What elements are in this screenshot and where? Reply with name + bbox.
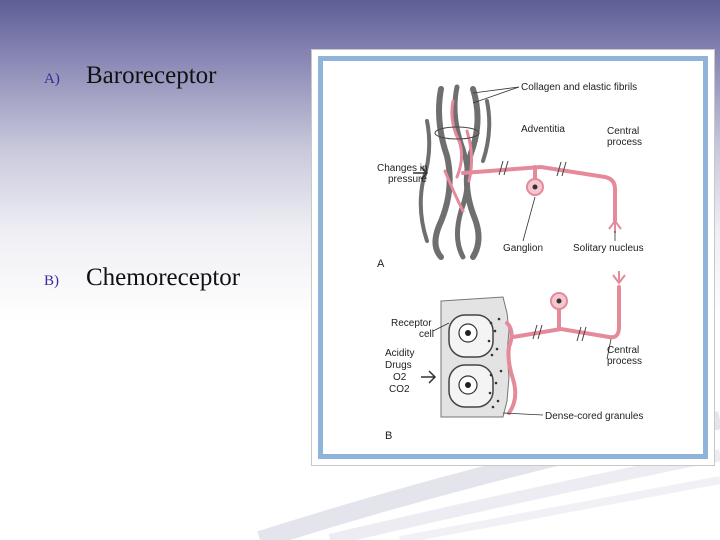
option-b: B) Chemoreceptor: [44, 264, 240, 292]
ganglion-nucleus: [532, 184, 538, 190]
label-co2: CO2: [389, 384, 410, 395]
label-central-process-b1: Central: [607, 345, 639, 356]
dense-granules: [487, 317, 503, 409]
panel-a: Collagen and elastic fibrils Adventitia …: [377, 82, 644, 270]
label-panel-b: B: [385, 430, 392, 442]
label-changes-2: pressure: [388, 174, 427, 185]
stimulus-arrow: [421, 370, 437, 384]
label-central-process-a1: Central: [607, 126, 639, 137]
label-acidity: Acidity: [385, 348, 414, 359]
leader-lines-a: [472, 86, 616, 242]
figure-frame: Collagen and elastic fibrils Adventitia …: [311, 49, 715, 466]
option-term: Baroreceptor: [86, 62, 217, 89]
vessel-wall-fibrils: [418, 84, 492, 260]
label-receptor-2: cell: [419, 329, 434, 340]
nerve-endings-a: [443, 99, 474, 213]
option-letter: A): [44, 71, 60, 87]
leader-lines-b: [432, 322, 612, 416]
label-panel-a: A: [377, 258, 385, 270]
label-o2: O2: [393, 372, 407, 383]
label-dense-granules: Dense-cored granules: [545, 411, 643, 422]
afferent-fiber-b: [505, 285, 621, 415]
fiber-breaks-a: [498, 160, 567, 177]
pressure-arrow: [413, 166, 429, 180]
label-collagen: Collagen and elastic fibrils: [521, 82, 637, 93]
label-drugs: Drugs: [385, 360, 412, 371]
option-term: Chemoreceptor: [86, 264, 241, 291]
option-letter: B): [44, 273, 59, 289]
option-a: A) Baroreceptor: [44, 62, 216, 90]
label-changes-1: Changes in: [377, 163, 428, 174]
label-central-process-a2: process: [607, 137, 642, 148]
central-terminal-b: [612, 271, 626, 285]
adventitia-ring: [434, 126, 480, 140]
label-solitary: Solitary nucleus: [573, 243, 644, 254]
label-ganglion: Ganglion: [503, 243, 543, 254]
receptor-diagram: Collagen and elastic fibrils Adventitia …: [377, 82, 644, 442]
afferent-fiber-a: [461, 164, 617, 223]
panel-b: Receptor cell Acidity Drugs O2 CO2 Centr…: [385, 271, 643, 442]
label-adventitia: Adventitia: [521, 124, 565, 135]
fiber-breaks-b: [532, 324, 587, 342]
label-central-process-b2: process: [607, 356, 642, 367]
label-receptor-1: Receptor: [391, 318, 432, 329]
figure-border: Collagen and elastic fibrils Adventitia …: [318, 56, 708, 459]
